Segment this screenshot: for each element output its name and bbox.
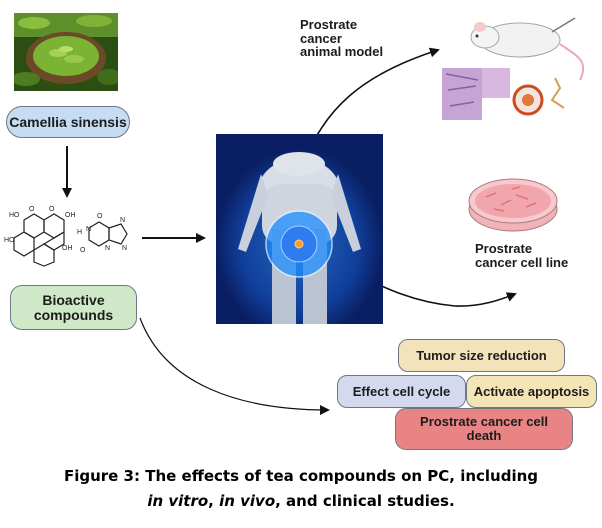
animal-line-1: Prostrate xyxy=(300,17,358,32)
svg-text:N: N xyxy=(122,245,127,252)
chemical-structures: HO OH HO OH O O O O N N N N H xyxy=(4,206,128,267)
svg-text:HO: HO xyxy=(4,237,15,244)
bioactive-compounds-label: Bioactive compounds xyxy=(10,285,137,330)
animal-model-label: Prostrate cancer animal model xyxy=(300,18,383,59)
animal-line-2: cancer xyxy=(300,30,342,46)
death-line-2: death xyxy=(466,428,502,443)
svg-text:OH: OH xyxy=(65,212,76,219)
prostrate-cancer-cell-death-label: Prostrate cancer cell death xyxy=(395,408,573,450)
arrow-compounds-to-outcomes xyxy=(139,317,330,415)
svg-text:O: O xyxy=(29,206,35,213)
effect-cell-cycle-label: Effect cell cycle xyxy=(337,375,466,408)
caption-in-vivo: in vivo xyxy=(219,492,276,510)
svg-text:HO: HO xyxy=(9,212,20,219)
camellia-sinensis-label: Camellia sinensis xyxy=(6,106,130,138)
caption-tail: , and clinical studies. xyxy=(275,492,455,510)
cell-line-2: cancer cell line xyxy=(475,254,569,270)
svg-text:O: O xyxy=(97,213,103,220)
animal-line-3: animal model xyxy=(300,44,384,60)
svg-text:O: O xyxy=(49,206,55,213)
activate-apoptosis-label: Activate apoptosis xyxy=(466,375,597,408)
svg-text:N: N xyxy=(105,245,110,252)
tea-leaves-image xyxy=(14,13,118,91)
figure-caption-line-1: Figure 3: The effects of tea compounds o… xyxy=(63,467,539,485)
caption-in-vitro: in vitro xyxy=(147,492,209,510)
tumor-size-reduction-label: Tumor size reduction xyxy=(398,339,565,372)
svg-text:OH: OH xyxy=(62,245,73,252)
cell-line-1: Prostrate xyxy=(475,241,533,256)
human-body-image xyxy=(216,134,383,324)
cell-line-label: Prostrate cancer cell line xyxy=(475,242,568,269)
svg-text:H: H xyxy=(77,229,82,236)
petri-dish-image xyxy=(468,178,558,232)
caption-sep-1: , xyxy=(208,492,220,510)
rat-histology-image xyxy=(442,17,585,120)
figure-caption-line-2: in vitro, in vivo, and clinical studies. xyxy=(0,492,602,510)
death-line-1: Prostrate cancer cell xyxy=(420,413,548,429)
svg-text:N: N xyxy=(120,217,125,224)
bioactive-line-2: compounds xyxy=(33,306,114,323)
svg-text:N: N xyxy=(86,226,91,233)
svg-text:O: O xyxy=(80,247,86,254)
bioactive-line-1: Bioactive xyxy=(42,291,105,308)
